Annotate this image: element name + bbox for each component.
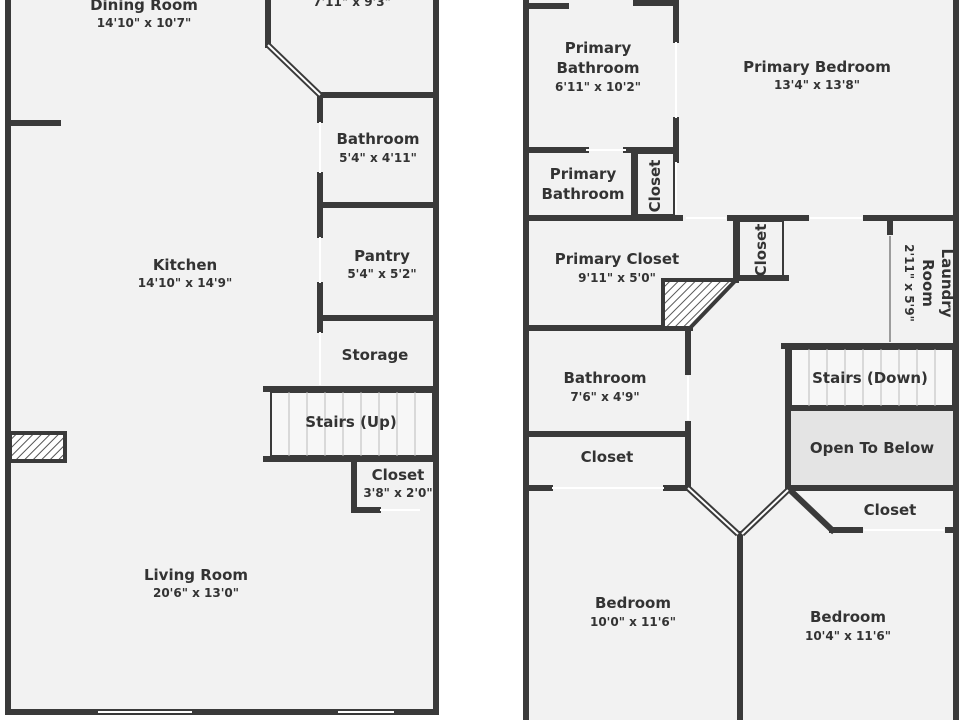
bathroom-1-dims: 5'4" x 4'11" bbox=[339, 151, 417, 165]
primary-bathroom-2-label-2: Bathroom bbox=[541, 185, 624, 203]
primary-bedroom-label: Primary Bedroom bbox=[743, 58, 891, 76]
second-floor: Primary Bathroom 6'11" x 10'2" Primary B… bbox=[523, 0, 959, 720]
living-room-dims: 20'6" x 13'0" bbox=[153, 586, 239, 600]
closet-1-dims: 3'8" x 2'0" bbox=[363, 486, 432, 500]
bedroom-right-dims: 10'4" x 11'6" bbox=[805, 629, 891, 643]
bathroom-2-dims: 7'6" x 4'9" bbox=[570, 390, 639, 404]
living-room-label: Living Room bbox=[144, 566, 248, 584]
fireplace-hatch bbox=[8, 431, 67, 463]
storage-label: Storage bbox=[342, 346, 409, 364]
primary-bathroom-2-label-1: Primary bbox=[550, 165, 617, 183]
first-floor: Dining Room 14'10" x 10'7" 7'11" x 9'3" … bbox=[5, 0, 439, 715]
chimney-hatch bbox=[661, 278, 741, 330]
primary-closet-label: Primary Closet bbox=[555, 250, 679, 268]
laundry-room-dims: 2'11" x 5'9" bbox=[902, 244, 916, 322]
first-floor-windows bbox=[98, 122, 420, 713]
closet-1-label: Closet bbox=[372, 466, 425, 484]
pantry-label: Pantry bbox=[354, 247, 410, 265]
closet-hall-label: Closet bbox=[581, 448, 634, 466]
hall-diagonals bbox=[685, 485, 791, 537]
dining-room-dims: 14'10" x 10'7" bbox=[97, 16, 191, 30]
laundry-room-label-1: Laundry bbox=[938, 249, 956, 318]
first-floor-area bbox=[8, 0, 436, 710]
stairs-up-label: Stairs (Up) bbox=[305, 413, 396, 431]
primary-closet-dims: 9'11" x 5'0" bbox=[578, 271, 656, 285]
first-floor-walls bbox=[5, 0, 439, 715]
dining-room-label: Dining Room bbox=[90, 0, 198, 14]
closet-small-label: Closet bbox=[752, 224, 770, 277]
bedroom-left-label: Bedroom bbox=[595, 594, 671, 612]
bedroom-right-label: Bedroom bbox=[810, 608, 886, 626]
closet-small-box bbox=[738, 220, 784, 277]
bathroom-2-label: Bathroom bbox=[563, 369, 646, 387]
primary-bathroom-label-1: Primary bbox=[565, 39, 632, 57]
open-to-below-label: Open To Below bbox=[810, 439, 934, 457]
laundry-room-label-2: Room bbox=[919, 259, 937, 307]
stairs-up-graphic bbox=[270, 391, 434, 457]
cut-room-dims: 7'11" x 9'3" bbox=[313, 0, 391, 9]
closet-right-label: Closet bbox=[864, 501, 917, 519]
pantry-dims: 5'4" x 5'2" bbox=[347, 267, 416, 281]
kitchen-label: Kitchen bbox=[153, 256, 217, 274]
stairs-down-graphic bbox=[790, 348, 954, 407]
kitchen-dims: 14'10" x 14'9" bbox=[138, 276, 232, 290]
stairs-down-label: Stairs (Down) bbox=[812, 369, 928, 387]
closet-vertical-label: Closet bbox=[646, 160, 664, 213]
closet-vertical-box bbox=[636, 152, 675, 216]
primary-bedroom-dims: 13'4" x 13'8" bbox=[774, 78, 860, 92]
bedroom-left-dims: 10'0" x 11'6" bbox=[590, 615, 676, 629]
open-to-below-area bbox=[790, 410, 954, 486]
second-floor-walls bbox=[523, 0, 959, 720]
primary-bathroom-label-2: Bathroom bbox=[556, 59, 639, 77]
primary-bathroom-dims: 6'11" x 10'2" bbox=[555, 80, 641, 94]
bathroom-1-label: Bathroom bbox=[336, 130, 419, 148]
